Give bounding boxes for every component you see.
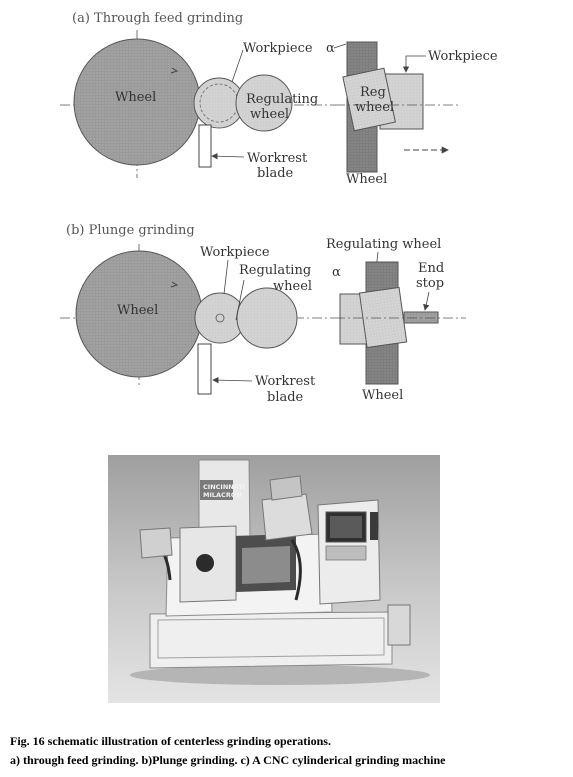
part-b-workpiece-center	[215, 313, 225, 323]
part-b-workrest-leader	[212, 376, 253, 384]
part-b-wheel-label: Wheel	[117, 303, 158, 318]
caption-line-2: a) through feed grinding. b)Plunge grind…	[10, 753, 446, 767]
part-a-through-feed: (a) Through feed grinding Wheel Regulati…	[60, 11, 498, 187]
machine-handwheel	[196, 554, 214, 572]
part-a-side-reg-label-2: wheel	[355, 100, 394, 115]
part-a-regulating-wheel	[235, 74, 293, 132]
part-a-side-workpiece-leader	[402, 55, 426, 73]
machine-regulating-head	[261, 493, 313, 541]
machine-brand-line2: MILACRON	[203, 491, 242, 499]
part-a-wheel-rotation-arrow	[170, 67, 179, 74]
machine-cnc-display	[330, 516, 362, 538]
part-b-regulating-label-2: wheel	[273, 279, 312, 294]
part-b-end-stop-label-2: stop	[416, 276, 444, 291]
caption-line-1: Fig. 16 schematic illustration of center…	[10, 734, 331, 748]
machine-hose-right	[290, 539, 302, 601]
machine-base	[149, 611, 393, 669]
part-b-title: (b) Plunge grinding	[66, 223, 195, 238]
part-a-workrest-leader	[211, 152, 245, 160]
part-b-end-stop-leader	[423, 291, 430, 311]
part-a-workrest-blade	[198, 124, 212, 168]
machine-base-panel	[157, 617, 385, 659]
machine-left-guard	[139, 527, 173, 559]
part-b-workrest-blade	[197, 343, 212, 395]
part-b-side-reg-wheel	[358, 286, 408, 349]
part-b-workpiece-leader	[223, 259, 229, 295]
part-a-wheel-label: Wheel	[115, 90, 156, 105]
part-a-workpiece-label: Workpiece	[243, 41, 313, 56]
figure-caption: Fig. 16 schematic illustration of center…	[10, 734, 446, 767]
part-b-wheel-rotation-arrow	[170, 281, 179, 288]
machine-top-unit	[269, 475, 303, 501]
part-b-plunge: (b) Plunge grinding Wheel Workpiece Regu…	[60, 223, 466, 405]
part-a-workrest-label-2: blade	[257, 166, 294, 181]
part-b-side-wheel-label: Wheel	[362, 388, 403, 403]
machine-control-side-panel	[370, 512, 378, 540]
part-a-side-reg-label-1: Reg	[360, 85, 386, 100]
machine-keypad	[325, 545, 367, 561]
part-b-regulating-label-1: Regulating	[239, 263, 311, 278]
part-a-side-workpiece-label: Workpiece	[428, 49, 498, 64]
part-b-side-regulating-label: Regulating wheel	[326, 237, 441, 252]
part-a-regulating-label-2: wheel	[250, 107, 289, 122]
part-b-end-stop	[403, 311, 439, 324]
part-b-workpiece-label: Workpiece	[200, 245, 270, 260]
part-a-workpiece-leader	[231, 49, 244, 83]
part-b-end-stop-label-1: End	[418, 261, 444, 276]
part-b-workrest-label-1: Workrest	[255, 374, 316, 389]
part-a-side-reg-wheel	[342, 67, 396, 132]
part-b-regulating-wheel	[236, 287, 298, 349]
part-a-side-wheel-label: Wheel	[346, 172, 387, 187]
part-b-regulating-leader	[235, 279, 245, 321]
part-a-alpha-leader	[333, 43, 347, 49]
photo-floor-shadow	[130, 665, 430, 685]
machine-brand-line1: CINCINNATI	[203, 483, 245, 491]
machine-side-box	[387, 604, 411, 646]
part-a-alpha: α	[326, 41, 335, 56]
machine-work-area-inner	[242, 546, 290, 584]
machine-brand-plate	[200, 480, 233, 500]
part-a-workrest-label-1: Workrest	[247, 151, 308, 166]
part-a-regulating-label-1: Regulating	[246, 92, 318, 107]
part-a-title: (a) Through feed grinding	[72, 11, 243, 26]
cnc-machine-photo: CINCINNATI MILACRON	[108, 455, 440, 703]
part-b-workrest-label-2: blade	[267, 390, 304, 405]
part-b-alpha: α	[332, 265, 341, 280]
